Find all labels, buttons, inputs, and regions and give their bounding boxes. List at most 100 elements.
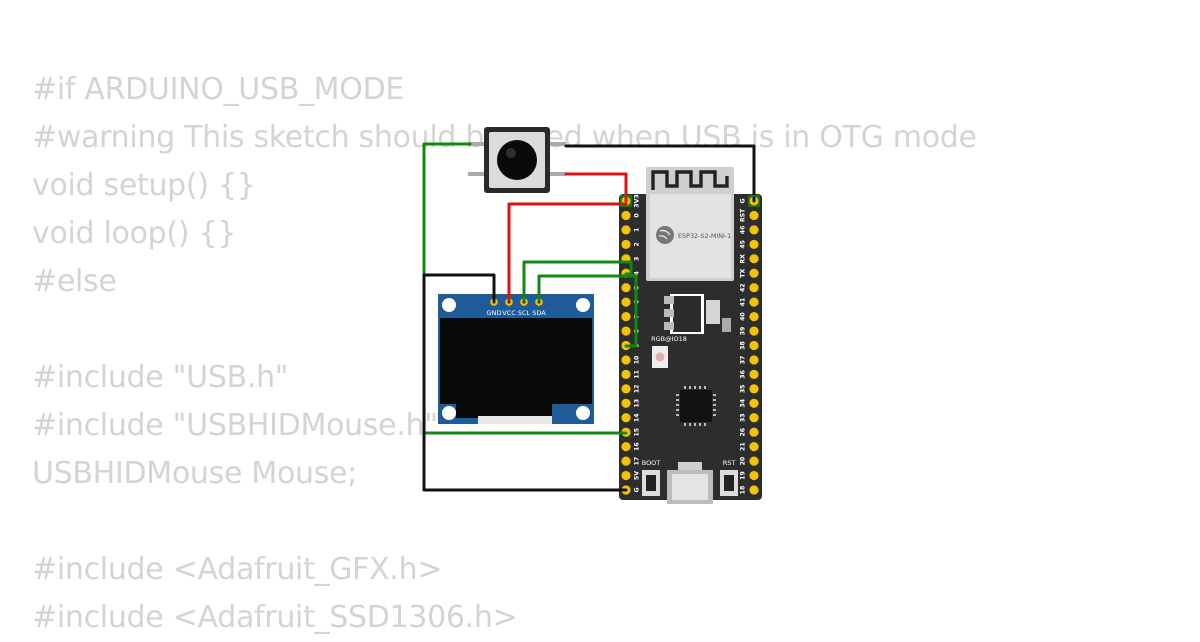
right-pin[interactable]	[749, 225, 759, 235]
code-line: void setup() {}	[32, 168, 256, 203]
right-pin[interactable]	[749, 254, 759, 264]
left-pin-label: 16	[634, 442, 641, 451]
oled-display: GND VCC SCL SDA	[438, 294, 594, 424]
left-pin-label: 5V	[634, 471, 641, 480]
left-pin-label: 2	[634, 242, 641, 246]
oled-header-pins	[490, 298, 543, 306]
left-pin-label: 14	[634, 413, 641, 422]
left-pin[interactable]	[621, 297, 631, 307]
left-pin[interactable]	[621, 369, 631, 379]
code-line: #include "USBHIDMouse.h"	[32, 408, 438, 443]
wire-button-to-gnd	[564, 144, 756, 203]
right-pin[interactable]	[749, 456, 759, 466]
right-pin-label: 20	[740, 456, 747, 465]
left-pin[interactable]	[621, 413, 631, 423]
left-pin-label: 0	[634, 213, 641, 218]
left-pin[interactable]	[621, 470, 631, 481]
left-pin-label: 15	[634, 428, 641, 437]
right-pin[interactable]	[749, 239, 759, 249]
left-pin[interactable]	[621, 398, 631, 408]
wire-oled-scl	[522, 260, 633, 302]
left-pin-label: 3V3	[634, 194, 641, 207]
right-pin[interactable]	[749, 413, 759, 423]
left-pin[interactable]	[621, 456, 631, 466]
wire-button-to-3v3	[564, 172, 628, 203]
left-pin-label: 12	[634, 385, 641, 394]
esp32-s2-board: ESP32-S2-MINI-1 RGB@IO18 BOOT RST	[619, 167, 762, 504]
left-pin[interactable]	[621, 442, 631, 452]
left-pin-label: 4	[634, 270, 641, 275]
right-pin-header: GRST4645RXTX4241403938373635343326212019…	[740, 196, 759, 495]
right-pin-label: 42	[740, 283, 747, 292]
left-pin-label: 3	[634, 257, 641, 261]
left-pin-label: 1	[634, 228, 641, 232]
right-pin[interactable]	[749, 427, 759, 437]
left-pin[interactable]	[621, 239, 631, 249]
right-pin[interactable]	[749, 355, 759, 365]
right-pin[interactable]	[749, 210, 759, 221]
oled-pin-scl: SCL	[518, 309, 531, 317]
pushbutton[interactable]	[468, 127, 566, 193]
oled-pin-sda: SDA	[532, 309, 546, 317]
right-pin-label: 40	[740, 312, 747, 321]
oled-pin-gnd: GND	[487, 309, 502, 317]
left-pin[interactable]	[621, 384, 631, 394]
code-line: USBHIDMouse Mouse;	[32, 456, 358, 491]
rgb-led	[652, 346, 668, 368]
wire-oled-vcc	[507, 202, 628, 302]
wires	[422, 142, 756, 492]
right-pin[interactable]	[749, 297, 759, 307]
right-pin[interactable]	[749, 398, 759, 408]
right-pin[interactable]	[749, 268, 759, 278]
boot-button[interactable]	[642, 470, 660, 496]
right-pin-label: RX	[740, 254, 747, 264]
right-pin[interactable]	[749, 369, 759, 379]
right-pin-label: G	[740, 198, 747, 203]
code-line: #include <Adafruit_GFX.h>	[32, 552, 443, 587]
right-pin-label: 26	[740, 428, 747, 437]
left-pin-label: 17	[634, 457, 641, 466]
code-line: #include <Adafruit_SSD1306.h>	[32, 600, 518, 635]
right-pin-label: 45	[740, 240, 747, 249]
right-pin[interactable]	[749, 470, 759, 481]
left-pin[interactable]	[621, 326, 631, 336]
right-pin-label: 41	[740, 298, 747, 307]
left-pin[interactable]	[621, 283, 631, 293]
wire-endpoints	[620, 195, 760, 207]
module-label: ESP32-S2-MINI-1	[678, 232, 731, 240]
code-line: #else	[32, 264, 117, 299]
right-pin[interactable]	[749, 283, 759, 293]
usb-chip	[680, 390, 712, 422]
code-line: #include "USB.h"	[32, 360, 289, 395]
left-pin[interactable]	[621, 312, 631, 322]
espressif-logo-icon	[656, 226, 674, 244]
right-pin-label: TX	[740, 269, 747, 278]
right-pin[interactable]	[749, 485, 759, 495]
right-pin-label: 18	[740, 486, 747, 495]
right-pin-label: 33	[740, 413, 747, 422]
right-pin-label: 37	[740, 356, 747, 365]
wire-oled-gnd	[422, 273, 628, 492]
right-pin-label: RST	[740, 208, 747, 222]
rgb-led-label: RGB@IO18	[651, 335, 687, 343]
left-pin[interactable]	[621, 225, 631, 235]
right-pin-label: 36	[740, 370, 747, 379]
reset-button[interactable]	[720, 470, 738, 496]
right-pin[interactable]	[749, 384, 759, 394]
left-pin[interactable]	[621, 210, 631, 221]
left-pin-label: 10	[634, 355, 641, 364]
code-line: void loop() {}	[32, 216, 237, 251]
right-pin[interactable]	[749, 340, 759, 351]
right-pin[interactable]	[749, 326, 759, 336]
left-pin-label: 11	[634, 370, 641, 379]
left-pin-label: 13	[634, 399, 641, 408]
oled-pin-vcc: VCC	[502, 309, 516, 317]
right-pin[interactable]	[749, 442, 759, 452]
right-pin-label: 46	[740, 226, 747, 235]
right-pin[interactable]	[749, 312, 759, 322]
right-pin-label: 21	[740, 442, 747, 451]
left-pin[interactable]	[621, 355, 631, 365]
right-pin-label: 35	[740, 385, 747, 394]
boot-label: BOOT	[642, 459, 661, 467]
